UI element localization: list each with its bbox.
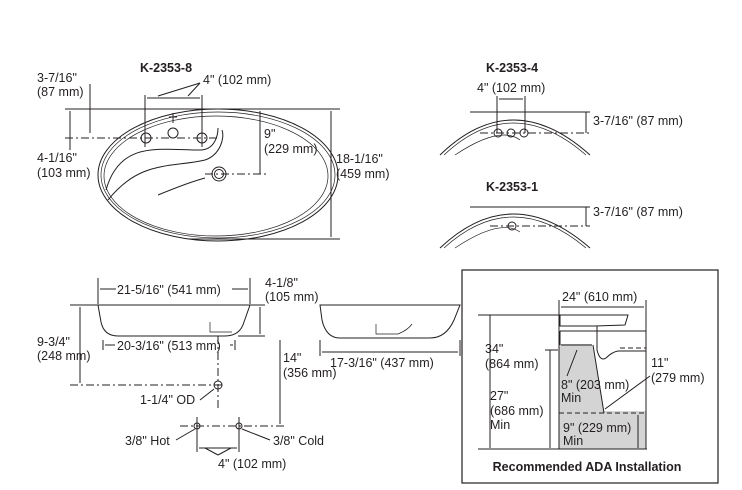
dim-hole-offset-mm: (87 mm)	[37, 85, 84, 99]
variant-k-2353-1: K-2353-1 3-7/16" (87 mm)	[439, 180, 683, 249]
ada-dim-knee-depth: 8" (203 mm)	[561, 378, 629, 392]
dim-width: 21-5/16" (541 mm)	[117, 283, 221, 297]
variant-4-offset: 3-7/16" (87 mm)	[593, 114, 683, 128]
ada-installation-panel: 24" (610 mm) 34" (864 mm) 27" (686 mm) M…	[461, 269, 719, 484]
drain-label: 1-1/4" OD	[140, 393, 195, 407]
dim-supply-in: 14"	[283, 351, 301, 365]
ada-dim-toe-height-min: Min	[563, 434, 583, 448]
top-view-title: K-2353-8	[140, 61, 192, 75]
ada-dim-toe-depth-in: 11"	[651, 356, 668, 370]
ada-dim-height-mm: (864 mm)	[485, 357, 538, 371]
dim-supply-mm: (356 mm)	[283, 366, 336, 380]
ada-title: Recommended ADA Installation	[493, 460, 682, 474]
variant-4-spacing: 4" (102 mm)	[477, 81, 545, 95]
side-view: 17-3/16" (437 mm)	[319, 304, 461, 370]
ada-dim-height-in: 34"	[485, 342, 503, 356]
dim-spacing: 4" (102 mm)	[203, 73, 271, 87]
dim-depth-mm: (459 mm)	[336, 167, 389, 181]
dim-height-mm: (105 mm)	[265, 290, 318, 304]
ada-dim-knee-in: 27"	[490, 389, 508, 403]
dim-drain-offset-mm: (103 mm)	[37, 166, 90, 180]
dim-drain-offset-in: 4-1/16"	[37, 151, 77, 165]
front-view: 21-5/16" (541 mm) 4-1/8" (105 mm) 9-3/4"…	[37, 276, 336, 471]
dim-hole-offset-in: 3-7/16"	[37, 71, 77, 85]
dim-inner: 20-3/16" (513 mm)	[117, 339, 221, 353]
dim-total-mm: (248 mm)	[37, 349, 90, 363]
ada-dim-knee-min: Min	[490, 418, 510, 432]
ada-dim-toe-depth-mm: (279 mm)	[651, 371, 704, 385]
dim-height-in: 4-1/8"	[265, 276, 298, 290]
ada-dim-width: 24" (610 mm)	[562, 290, 637, 304]
ada-dim-knee-depth-min: Min	[561, 391, 581, 405]
variant-1-offset: 3-7/16" (87 mm)	[593, 205, 683, 219]
side-dim-depth: 17-3/16" (437 mm)	[330, 356, 434, 370]
variant-4-title: K-2353-4	[486, 61, 538, 75]
ada-dim-knee-mm: (686 mm)	[490, 404, 543, 418]
ada-dim-toe-height: 9" (229 mm)	[563, 421, 631, 435]
supply-spacing: 4" (102 mm)	[218, 457, 286, 471]
variant-k-2353-4: K-2353-4 4" (102 mm) 3-7/16" (87 mm)	[439, 61, 683, 156]
hot-label: 3/8" Hot	[125, 434, 170, 448]
top-view: K-2353-8 3-7/16" (87 mm) 4" (102 mm) 4-1…	[37, 61, 389, 242]
dim-drain-depth-mm: (229 mm)	[264, 142, 317, 156]
variant-1-title: K-2353-1	[486, 180, 538, 194]
dim-drain-depth-in: 9"	[264, 127, 275, 141]
cold-label: 3/8" Cold	[273, 434, 324, 448]
dim-total-in: 9-3/4"	[37, 335, 70, 349]
dim-depth-in: 18-1/16"	[336, 152, 383, 166]
